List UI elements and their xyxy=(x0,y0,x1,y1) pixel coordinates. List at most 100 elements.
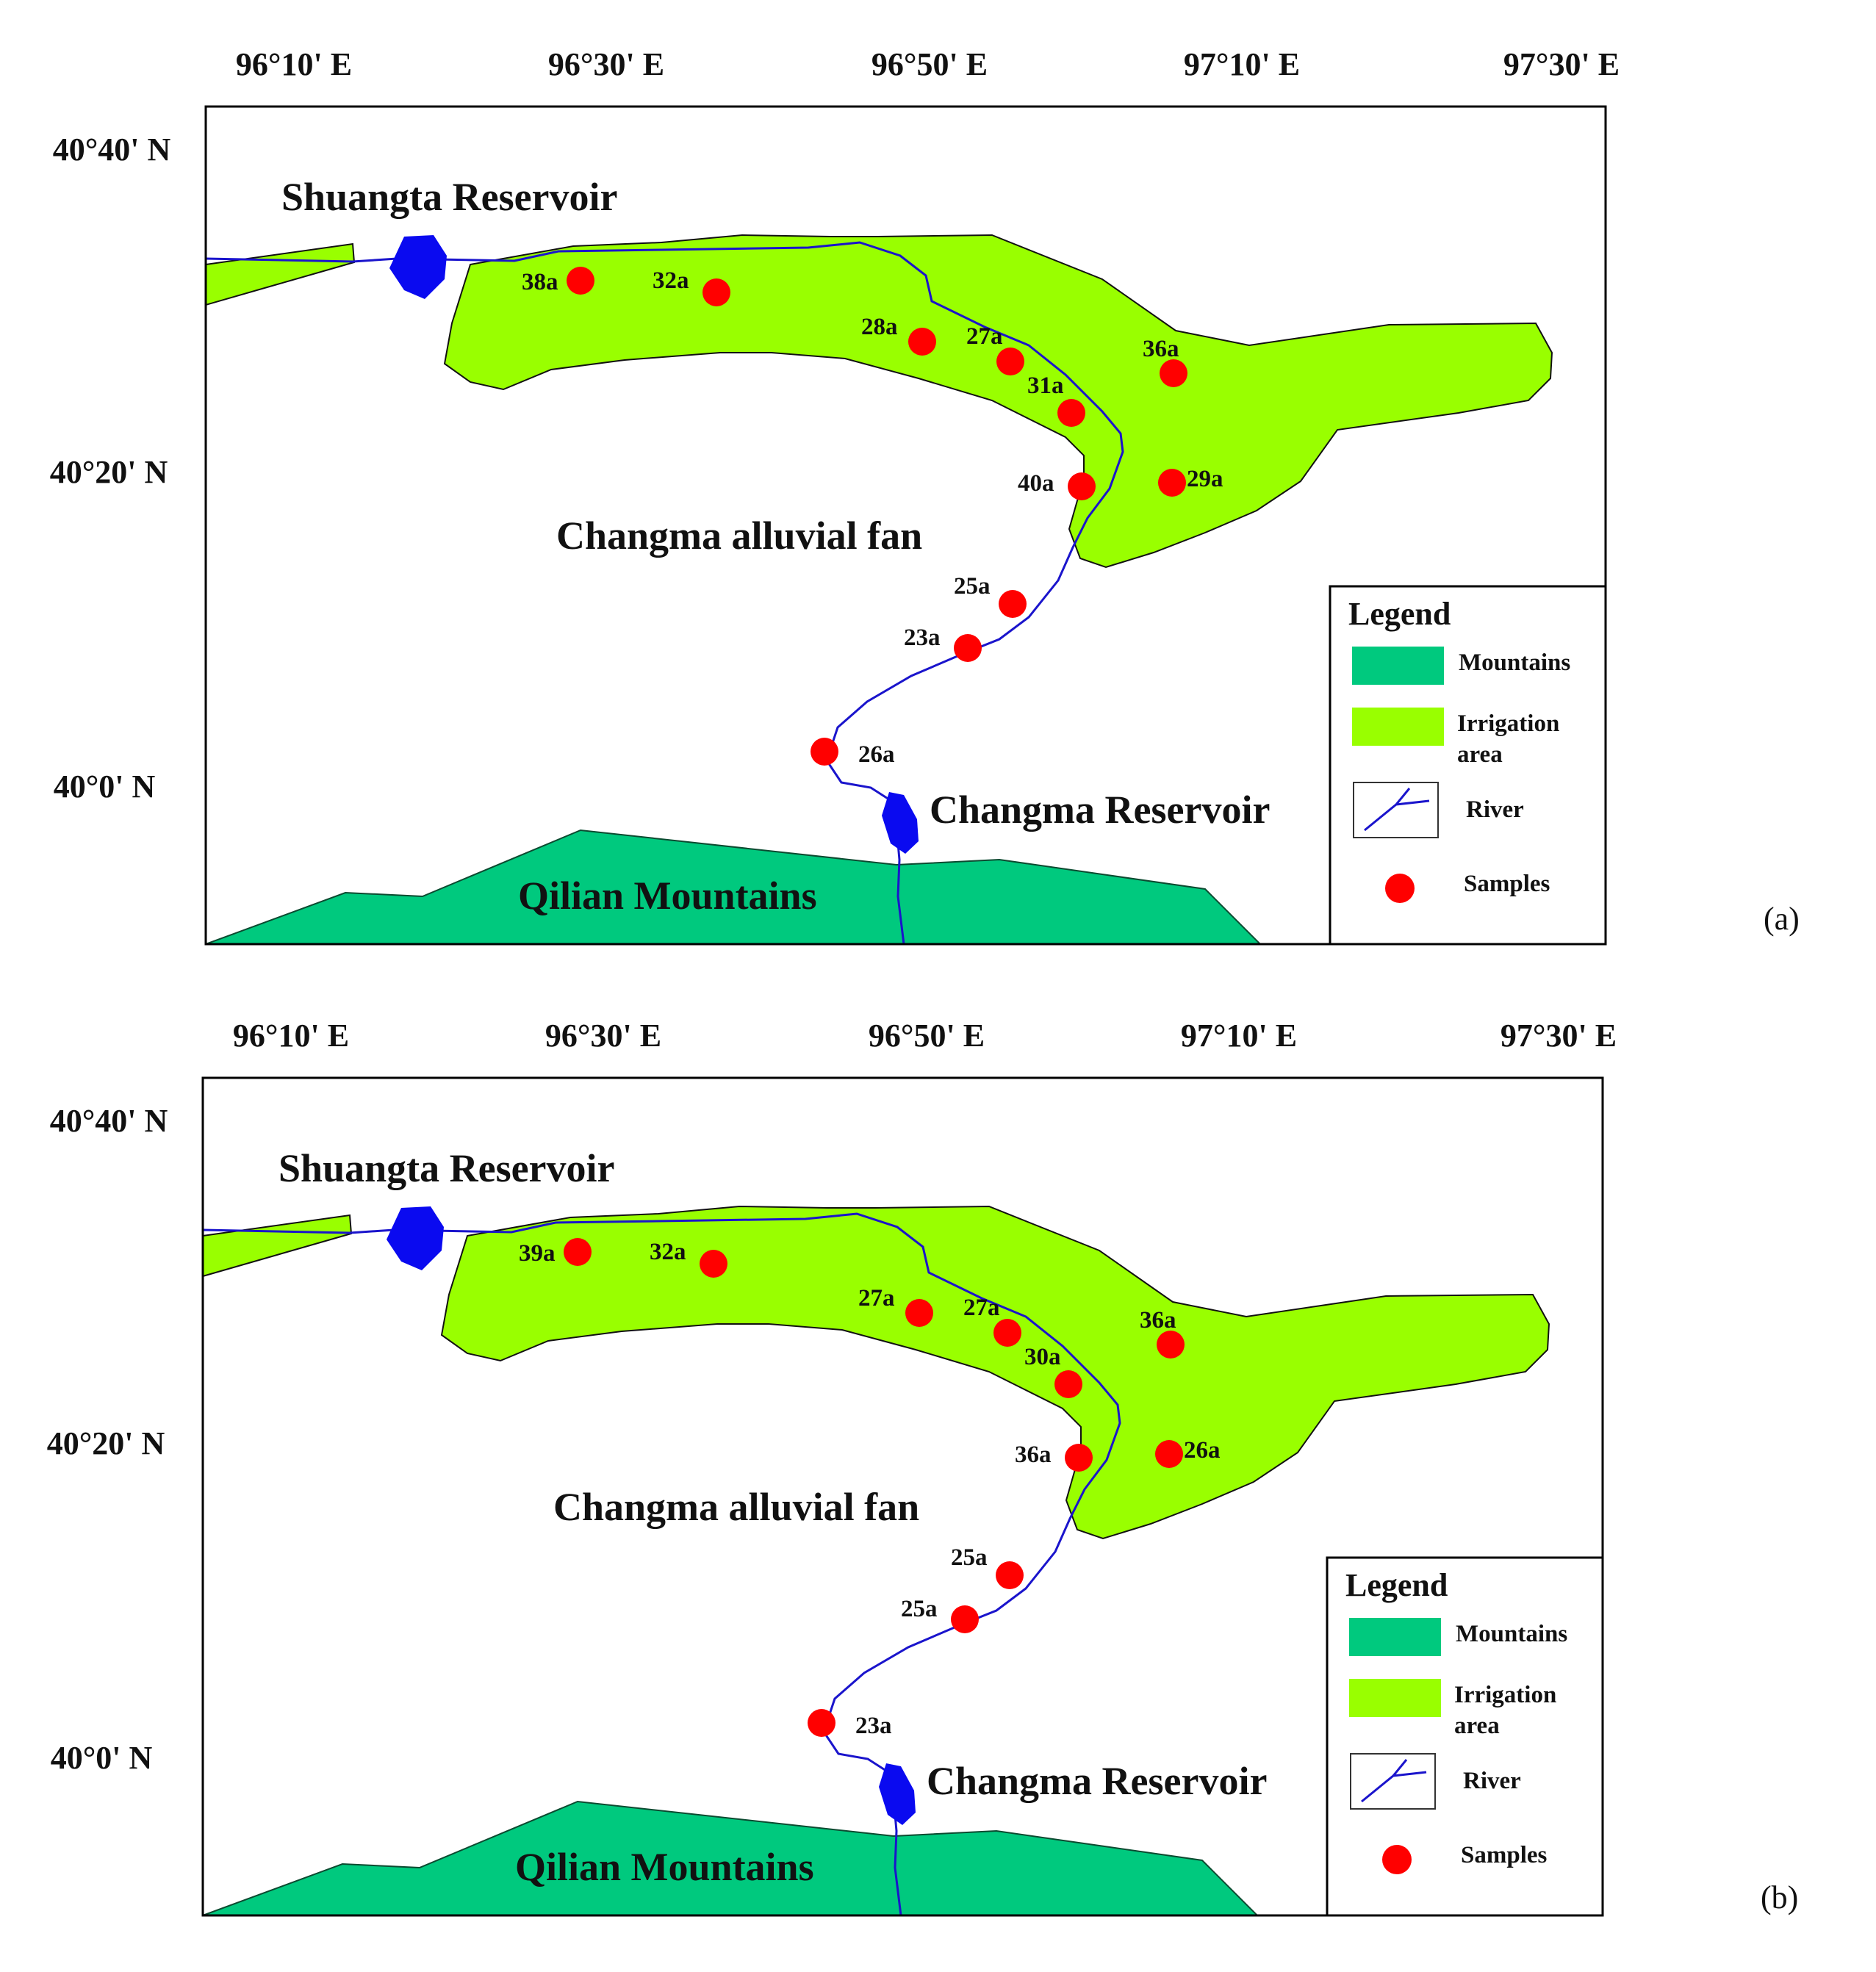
sample-label: 32a xyxy=(653,267,689,294)
map-panel-a: 96°10' E 96°30' E 96°50' E 97°10' E 97°3… xyxy=(50,46,1800,946)
sample-point xyxy=(1155,1440,1183,1468)
sample-point xyxy=(993,1319,1021,1347)
alluvial-fan-label: Changma alluvial fan xyxy=(553,1485,919,1529)
sample-label: 27a xyxy=(963,1295,1000,1321)
river-icon xyxy=(1364,788,1430,832)
sample-point xyxy=(567,267,594,295)
sample-label: 26a xyxy=(858,741,895,768)
sample-label: 25a xyxy=(954,573,991,600)
map-panel-b: 96°10' E 96°30' E 96°50' E 97°10' E 97°3… xyxy=(47,1018,1798,1917)
panel-label: (a) xyxy=(1764,901,1800,937)
changma-reservoir-label: Changma Reservoir xyxy=(927,1759,1267,1803)
irrigation-area-west xyxy=(202,1214,353,1278)
sample-label: 25a xyxy=(901,1596,938,1622)
sample-label: 36a xyxy=(1143,336,1179,362)
map-frame xyxy=(204,105,1607,946)
alluvial-fan-label: Changma alluvial fan xyxy=(556,514,922,558)
legend: Legend Mountains Irrigation area River S… xyxy=(1329,585,1607,946)
latitude-label: 40°20' N xyxy=(50,454,168,490)
river-icon xyxy=(1361,1759,1427,1803)
qilian-mountains-area xyxy=(206,829,1262,944)
qilian-mountains-area xyxy=(202,1800,1259,1915)
longitude-label: 96°30' E xyxy=(548,46,664,82)
legend-irrigation-label-2: area xyxy=(1457,741,1503,768)
latitude-label: 40°0' N xyxy=(54,769,156,805)
longitude-label: 96°30' E xyxy=(545,1018,661,1054)
sample-label: 31a xyxy=(1027,373,1064,399)
longitude-label: 96°10' E xyxy=(233,1018,349,1054)
sample-point xyxy=(702,278,730,306)
sample-point xyxy=(905,1299,933,1327)
sample-points: 39a 32a 27a 27a 30a 36a 36a 26a 25a 25a … xyxy=(519,1238,1221,1739)
sample-point xyxy=(1054,1370,1082,1398)
sample-points: 38a 32a 28a 27a 31a 36a 40a 29a 25a 23a … xyxy=(522,267,1223,768)
sample-label: 38a xyxy=(522,269,558,295)
sample-point xyxy=(951,1605,979,1633)
legend-river-swatch xyxy=(1350,1753,1436,1810)
river-path xyxy=(206,241,1124,944)
qilian-mountains-label: Qilian Mountains xyxy=(515,1845,814,1889)
sample-point xyxy=(564,1238,592,1266)
sample-label: 32a xyxy=(650,1239,686,1265)
legend-box xyxy=(1329,585,1607,946)
latitude-label: 40°40' N xyxy=(53,132,171,168)
legend-title: Legend xyxy=(1345,1567,1448,1603)
legend-box xyxy=(1326,1556,1604,1917)
legend-sample-icon xyxy=(1385,874,1415,903)
sample-point xyxy=(954,634,982,662)
longitude-label: 97°30' E xyxy=(1503,46,1620,82)
legend-mountains-label: Mountains xyxy=(1456,1621,1567,1647)
legend-river-label: River xyxy=(1463,1768,1521,1794)
shuangta-reservoir-label: Shuangta Reservoir xyxy=(281,175,618,219)
longitude-label: 97°10' E xyxy=(1184,46,1300,82)
sample-point xyxy=(1068,472,1096,500)
sample-label: 40a xyxy=(1018,470,1054,497)
sample-point xyxy=(1057,399,1085,427)
sample-label: 23a xyxy=(855,1713,892,1739)
sample-point xyxy=(1158,469,1186,497)
legend-sample-icon xyxy=(1382,1845,1412,1874)
sample-label: 23a xyxy=(904,625,941,651)
sample-label: 27a xyxy=(858,1285,895,1311)
sample-point xyxy=(996,1561,1024,1589)
panel-label: (b) xyxy=(1761,1879,1798,1915)
legend-mountains-swatch xyxy=(1349,1618,1441,1656)
legend-title: Legend xyxy=(1348,596,1451,632)
legend-irrigation-swatch xyxy=(1352,708,1444,746)
longitude-label: 96°50' E xyxy=(871,46,988,82)
legend-irrigation-label-2: area xyxy=(1454,1713,1500,1739)
changma-reservoir-shape xyxy=(879,1763,916,1825)
sample-label: 36a xyxy=(1140,1307,1176,1334)
longitude-label: 97°30' E xyxy=(1501,1018,1617,1054)
longitude-label: 97°10' E xyxy=(1181,1018,1297,1054)
qilian-mountains-label: Qilian Mountains xyxy=(518,874,817,918)
sample-label: 36a xyxy=(1015,1442,1052,1468)
sample-point xyxy=(908,328,936,356)
irrigation-area-west xyxy=(206,242,356,306)
sample-point xyxy=(808,1709,835,1737)
shuangta-reservoir-label: Shuangta Reservoir xyxy=(278,1146,615,1190)
legend-irrigation-swatch xyxy=(1349,1679,1441,1717)
legend-river-label: River xyxy=(1466,796,1524,823)
irrigation-area-main xyxy=(440,1205,1550,1540)
sample-label: 39a xyxy=(519,1240,556,1267)
sample-point xyxy=(1157,1331,1185,1359)
sample-point xyxy=(999,590,1027,618)
legend-mountains-swatch xyxy=(1352,647,1444,685)
legend-irrigation-label: Irrigation xyxy=(1454,1682,1556,1708)
sample-label: 28a xyxy=(861,314,898,340)
sample-point xyxy=(1160,359,1187,387)
sample-point xyxy=(996,348,1024,375)
changma-reservoir-shape xyxy=(882,792,919,854)
map-frame xyxy=(201,1076,1604,1917)
longitude-label: 96°50' E xyxy=(869,1018,985,1054)
legend: Legend Mountains Irrigation area River S… xyxy=(1326,1556,1604,1917)
legend-mountains-label: Mountains xyxy=(1459,649,1570,676)
shuangta-reservoir-shape xyxy=(389,235,447,299)
sample-point xyxy=(700,1250,727,1278)
legend-irrigation-label: Irrigation xyxy=(1457,710,1559,737)
sample-label: 26a xyxy=(1184,1437,1221,1464)
latitude-label: 40°40' N xyxy=(50,1103,168,1139)
sample-point xyxy=(811,738,838,766)
sample-label: 25a xyxy=(951,1544,988,1571)
